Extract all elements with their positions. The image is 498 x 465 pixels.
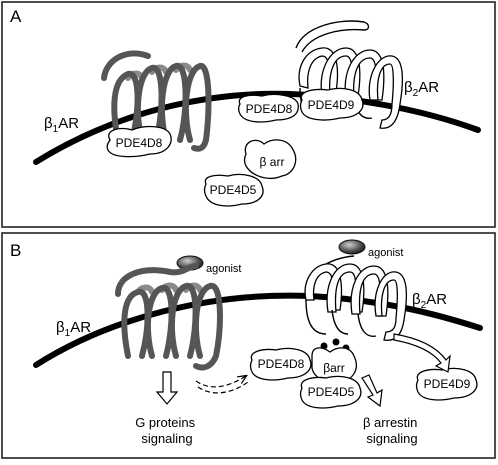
pde4d5-complex: PDE4D5 [299,375,362,409]
beta2-label-b: β2AR [412,291,447,311]
pde4d8-beta2: PDE4D8 [237,93,299,123]
beta2-tail [295,20,370,53]
translocation-arrow [195,376,246,388]
beta1-label: β1AR [44,115,79,135]
agonist-left-label: agonist [206,263,241,275]
panel-b: B agonist agonist β1AR β2AR [1,232,496,459]
beta-arrestin-a: β arr [243,139,297,180]
svg-text:PDE4D9: PDE4D9 [424,377,471,391]
beta2-label: β2AR [404,79,439,99]
arrestin-signaling-label: β arrestin signaling [363,415,421,446]
g-protein-signaling-label: G proteins signaling [135,415,199,446]
beta1-receptor-b [115,263,223,371]
phospho-dot-2 [332,338,340,346]
beta1-receptor [101,50,212,152]
arrestin-arrow [361,374,383,408]
beta1-helix-b [115,263,223,371]
svg-text:PDE4D8: PDE4D8 [258,357,305,371]
release-arrow [393,333,451,373]
membrane [33,90,481,165]
svg-text:PDE4D5: PDE4D5 [210,183,257,197]
g-protein-arrow [155,371,179,405]
beta1-helix [101,50,212,152]
pde4d9-released: PDE4D9 [415,367,478,401]
svg-text:PDE4D9: PDE4D9 [308,98,355,112]
svg-text:βarr: βarr [323,361,345,375]
svg-text:PDE4D5: PDE4D5 [308,385,355,399]
beta-arrestin-b: βarr [311,347,357,384]
svg-text:PDE4D8: PDE4D8 [116,136,163,150]
panel-b-frame [1,232,496,459]
pde4d8-beta1: PDE4D8 [106,125,172,158]
pde4d8-complex: PDE4D8 [249,347,312,381]
svg-text:PDE4D8: PDE4D8 [246,102,293,116]
panel-a-label: A [10,7,22,26]
membrane-b [33,292,483,368]
pde4d5-free: PDE4D5 [203,173,264,207]
pde4d9-beta2: PDE4D9 [299,87,364,121]
beta1-label-b: β1AR [56,319,91,339]
agonist-right-label: agonist [368,247,403,259]
beta2-receptor-b [304,255,408,341]
panel-a: A β1AR PDE4D8 β2AR PDE4D9 [1,1,496,228]
panel-b-label: B [10,241,21,260]
agonist-right-icon [338,239,366,255]
svg-text:β arr: β arr [260,155,285,169]
